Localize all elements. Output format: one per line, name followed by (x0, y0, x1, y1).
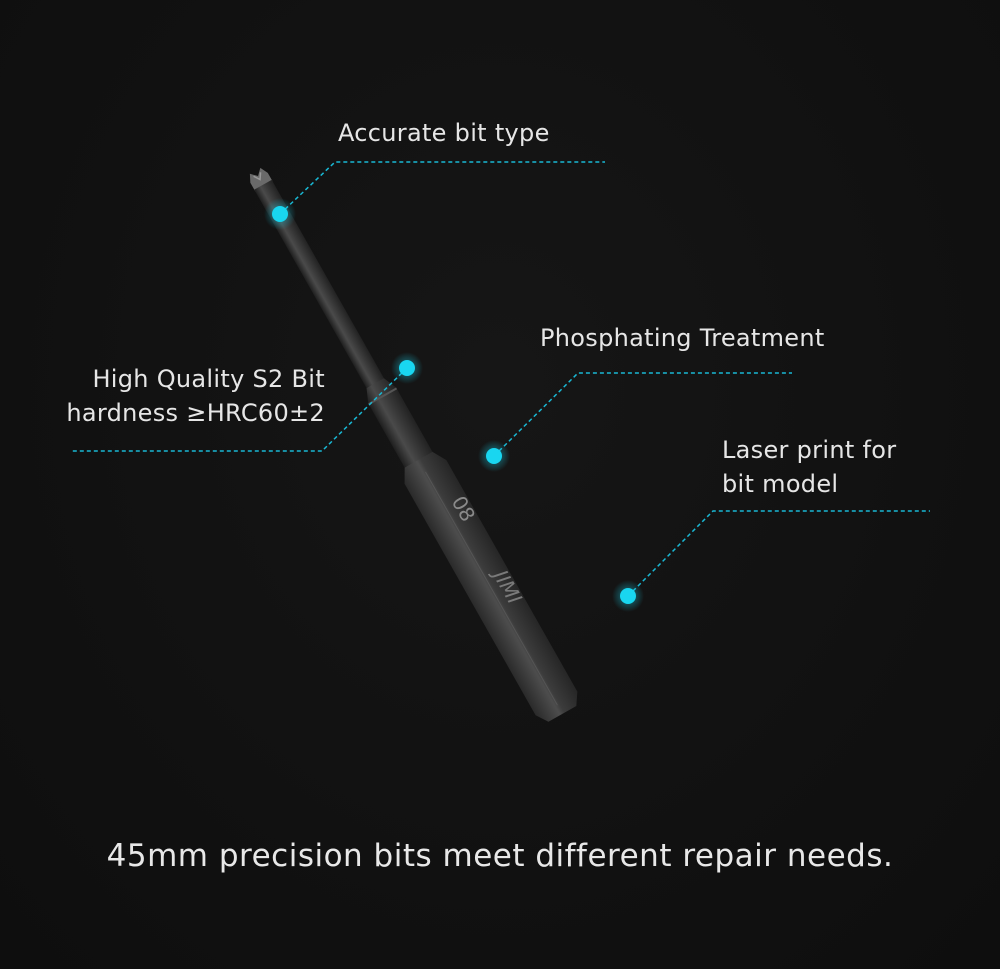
callout-s2-hardness: High Quality S2 Bit hardness ≥HRC60±2 (60, 362, 325, 430)
leader-accurate (279, 161, 605, 215)
callout-text: Phosphating Treatment (540, 324, 825, 352)
callout-laser-print: Laser print for bit model (722, 433, 896, 501)
callout-text-line2: hardness ≥HRC60±2 (66, 399, 325, 427)
callout-text-line2: bit model (722, 470, 839, 498)
callout-text-line1: Laser print for (722, 436, 897, 464)
bit-tip (249, 167, 273, 192)
callout-dot-phosphating (478, 440, 510, 472)
callout-dot-laser (612, 580, 644, 612)
callout-text-line1: High Quality S2 Bit (92, 365, 325, 393)
caption: 45mm precision bits meet different repai… (106, 838, 894, 874)
callout-accurate-bit-type: Accurate bit type (338, 116, 550, 150)
leader-laser (627, 510, 930, 597)
callout-phosphating-treatment: Phosphating Treatment (540, 321, 825, 355)
callout-dot-accurate (264, 198, 296, 230)
bit-shaft (254, 179, 385, 390)
callout-text: Accurate bit type (338, 119, 550, 147)
bit-collar (366, 378, 435, 472)
leader-phosphating (493, 372, 792, 457)
callout-dot-s2 (391, 352, 423, 384)
